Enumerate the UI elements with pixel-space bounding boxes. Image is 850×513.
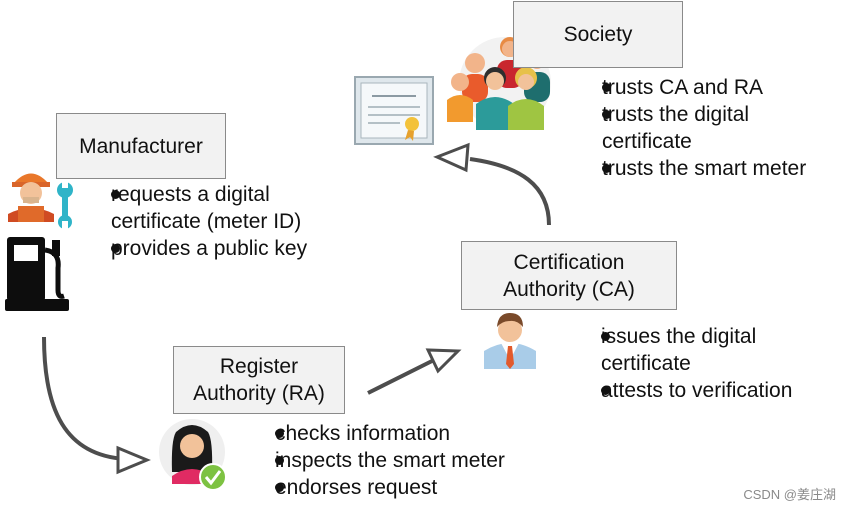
ca-title-line-2: Authority (CA) bbox=[503, 277, 635, 301]
checkmark-icon bbox=[199, 463, 227, 491]
list-item: trusts the digital certificate bbox=[560, 101, 806, 155]
ra-title-line-2: Authority (RA) bbox=[193, 382, 325, 405]
ca-box: Certification Authority (CA) bbox=[461, 241, 677, 310]
manufacturer-bullets: requests a digital certificate (meter ID… bbox=[70, 181, 307, 262]
certificate-icon bbox=[354, 76, 434, 145]
fuel-pump-meter-icon bbox=[5, 237, 69, 311]
manufacturer-box: Manufacturer bbox=[56, 113, 226, 179]
manufacturer-title: Manufacturer bbox=[79, 134, 203, 158]
arrow-manufacturer-to-ra bbox=[42, 336, 151, 475]
list-item: requests a digital certificate (meter ID… bbox=[70, 181, 307, 235]
ra-bullets: checks information inspects the smart me… bbox=[233, 420, 505, 501]
arrow-ra-to-ca bbox=[367, 348, 462, 395]
list-item: trusts the smart meter bbox=[560, 155, 806, 182]
list-item: checks information bbox=[233, 420, 505, 447]
list-item: endorses request bbox=[233, 474, 505, 501]
worker-icon bbox=[8, 173, 54, 222]
society-title: Society bbox=[563, 23, 633, 46]
ra-title-line-1: Register bbox=[219, 355, 299, 378]
list-item: provides a public key bbox=[70, 235, 307, 262]
ca-title-line-1: Certification bbox=[513, 250, 625, 274]
list-item: attests to verification bbox=[560, 377, 792, 404]
society-bullets: trusts CA and RA trusts the digital cert… bbox=[560, 74, 806, 182]
watermark: CSDN @姜庄湖 bbox=[743, 487, 836, 502]
list-item: issues the digital certificate bbox=[560, 323, 792, 377]
society-box: Society bbox=[513, 1, 683, 68]
list-item: trusts CA and RA bbox=[560, 74, 806, 101]
businessman-icon bbox=[484, 313, 536, 369]
list-item: inspects the smart meter bbox=[233, 447, 505, 474]
woman-avatar-icon bbox=[159, 419, 225, 485]
ra-box: Register Authority (RA) bbox=[173, 346, 345, 414]
arrow-ca-to-certificate bbox=[433, 142, 551, 226]
ca-bullets: issues the digital certificate attests t… bbox=[560, 323, 792, 404]
wrench-icon bbox=[57, 180, 73, 229]
